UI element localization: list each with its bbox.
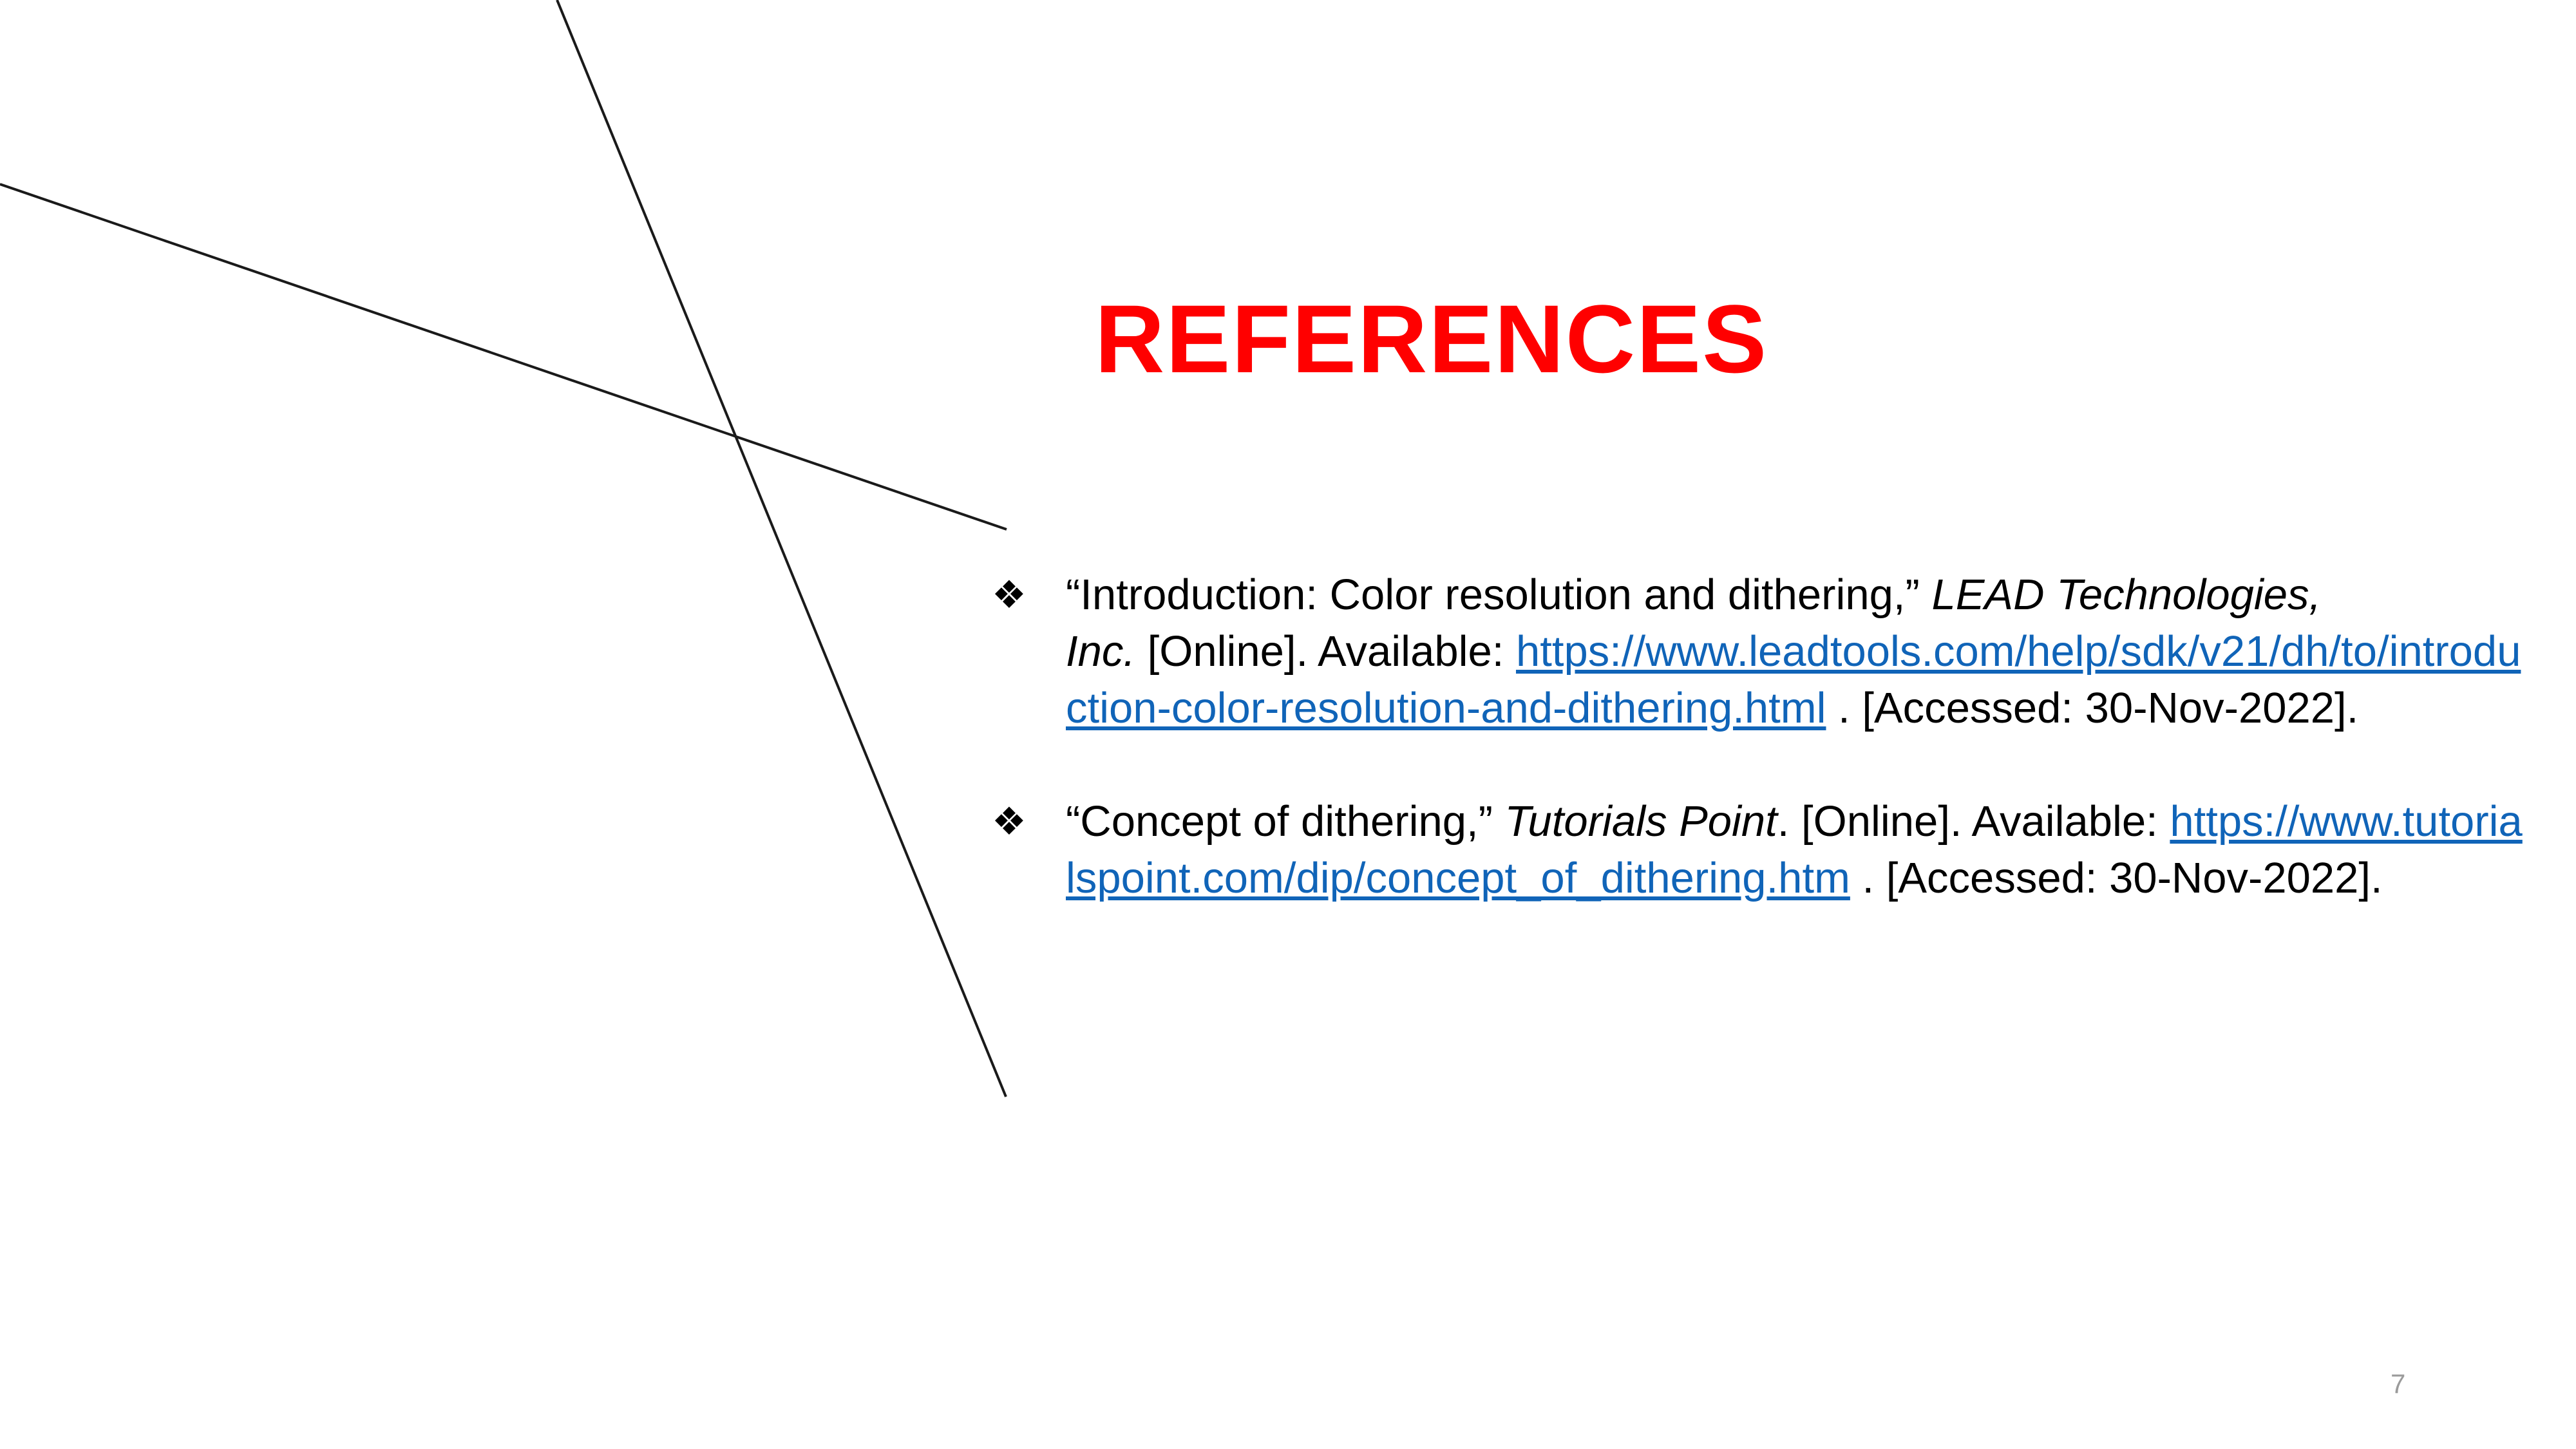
page-number: 7	[2391, 1368, 2406, 1399]
reference-medium: . [Online]. Available:	[1777, 797, 2158, 846]
reference-source: Tutorials Point	[1504, 797, 1777, 846]
reference-quoted-title: “Introduction: Color resolution and dith…	[1066, 571, 1920, 619]
reference-accessed: [Accessed: 30-Nov-2022].	[1862, 684, 2359, 732]
reference-separator: .	[1850, 854, 1886, 902]
reference-source: LEAD Technologies, Inc.	[1066, 571, 2322, 676]
reference-text: “Concept of dithering,” Tutorials Point.…	[1066, 793, 2524, 907]
reference-url-link[interactable]: https://www.tutorialspoint.com/dip/conce…	[1066, 797, 2523, 902]
reference-url-link[interactable]: https://www.leadtools.com/help/sdk/v21/d…	[1066, 627, 2521, 732]
text-space	[1504, 627, 1516, 676]
text-space	[2158, 797, 2170, 846]
references-list: ❖ “Introduction: Color resolution and di…	[992, 567, 2524, 907]
list-item: ❖ “Introduction: Color resolution and di…	[992, 567, 2524, 737]
reference-text: “Introduction: Color resolution and dith…	[1066, 567, 2524, 737]
steep-diagonal-line	[556, 0, 1007, 1097]
list-item: ❖ “Concept of dithering,” Tutorials Poin…	[992, 793, 2524, 907]
reference-quoted-title: “Concept of dithering,”	[1066, 797, 1493, 846]
diamond-bullet-icon: ❖	[992, 800, 1027, 843]
shallow-diagonal-line	[0, 183, 1007, 531]
text-space	[1920, 571, 1932, 619]
reference-separator: .	[1826, 684, 1862, 732]
text-space	[1493, 797, 1505, 846]
page-title: REFERENCES	[1095, 285, 1768, 393]
reference-accessed: [Accessed: 30-Nov-2022].	[1886, 854, 2383, 902]
text-space	[1135, 627, 1148, 676]
reference-medium: [Online]. Available:	[1147, 627, 1504, 676]
diamond-bullet-icon: ❖	[992, 573, 1027, 616]
